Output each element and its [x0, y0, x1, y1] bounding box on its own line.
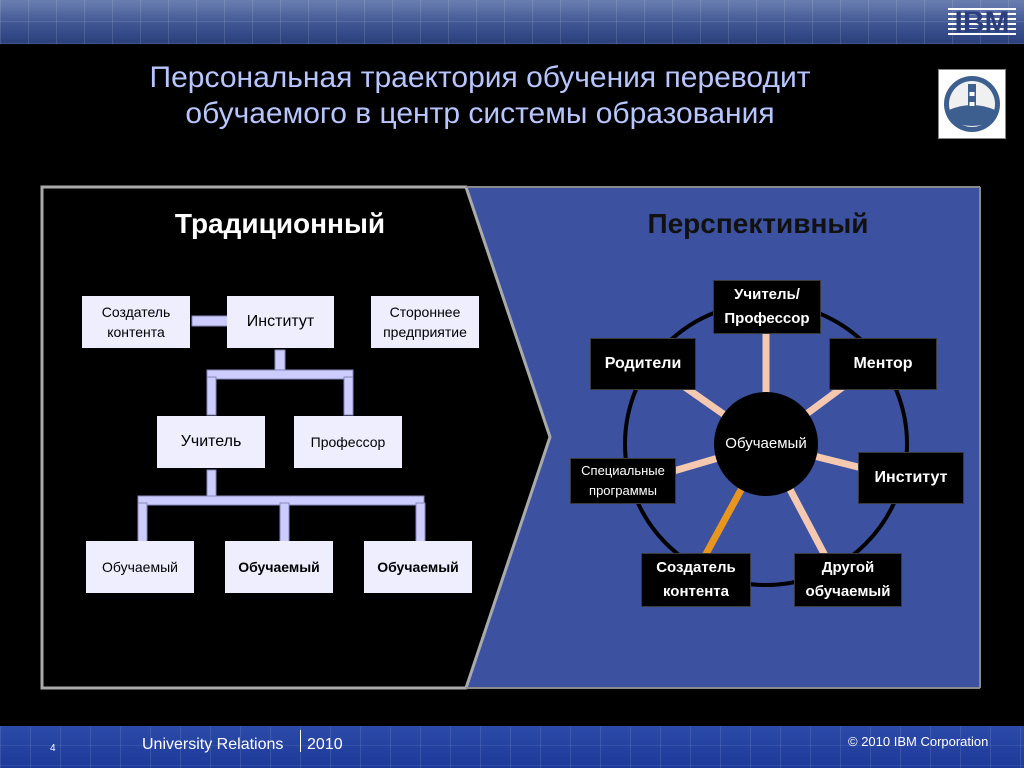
footer-grid-pattern: [0, 726, 1024, 768]
special-programs-line-2: программы: [589, 483, 657, 498]
title-line-2: обучаемого в центр системы образования: [185, 97, 775, 130]
footer-divider: [300, 730, 301, 752]
special-programs-box: Специальные программы: [570, 458, 676, 504]
footer-bar: 4 University Relations 2010 © 2010 IBM C…: [0, 726, 1024, 768]
third-party-line-1: Стороннее: [389, 304, 461, 320]
content-creator-line-2: контента: [107, 324, 165, 340]
teacher-professor-line-1: Учитель/: [734, 286, 800, 303]
footer-org: University Relations: [142, 736, 284, 753]
learner-box-2: Обучаемый: [225, 541, 333, 593]
learner-box-1: Обучаемый: [86, 541, 194, 593]
parents-box: Родители: [590, 338, 696, 390]
professor-box: Профессор: [294, 416, 402, 468]
center-learner-text: Обучаемый: [725, 434, 807, 452]
traditional-panel-border: [40, 185, 552, 690]
slide-title: Персональная траектория обучения перевод…: [60, 60, 900, 132]
content-creator-node-line-1: Создатель: [656, 559, 736, 576]
ibm-logo: IBM: [948, 4, 1016, 38]
perspective-heading: Перспективный: [647, 208, 869, 239]
mentor-box: Ментор: [829, 338, 937, 390]
teacher-label: Учитель: [180, 433, 242, 450]
learner-center-label: Обучаемый: [700, 430, 832, 456]
institute-node-box: Институт: [858, 452, 964, 504]
footer-copyright: © 2010 IBM Corporation: [848, 734, 989, 749]
other-learner-line-2: обучаемый: [805, 583, 891, 600]
content-creator-node-box: Создатель контента: [641, 553, 751, 607]
third-party-line-2: предприятие: [383, 324, 467, 340]
institute-node-label: Институт: [874, 469, 948, 486]
learner-hub: [714, 392, 818, 496]
other-learner-box: Другой обучаемый: [794, 553, 902, 607]
footer-year: 2010: [307, 736, 343, 753]
mentor-label: Ментор: [853, 355, 913, 372]
learner-label: Обучаемый: [377, 559, 459, 575]
third-party-box: Стороннее предприятие: [371, 296, 479, 348]
banner-grid-pattern: [0, 0, 1024, 44]
content-creator-box: Создатель контента: [82, 296, 190, 348]
other-learner-line-1: Другой: [821, 559, 875, 576]
hierarchy-connectors: [137, 315, 426, 544]
ibm-logo-text: IBM: [955, 6, 1010, 38]
learner-box-3: Обучаемый: [364, 541, 472, 593]
page-number: 4: [50, 743, 56, 754]
lighthouse-icon: [938, 69, 1006, 139]
traditional-heading: Традиционный: [174, 208, 386, 239]
parents-label: Родители: [604, 355, 682, 372]
learner-label: Обучаемый: [238, 559, 320, 575]
title-line-1: Персональная траектория обучения перевод…: [149, 61, 811, 94]
professor-label: Профессор: [310, 434, 386, 450]
special-programs-line-1: Специальные: [581, 463, 665, 478]
institute-box: Институт: [227, 296, 334, 348]
teacher-professor-line-2: Профессор: [724, 310, 810, 327]
top-banner: IBM: [0, 0, 1024, 44]
teacher-professor-box: Учитель/ Профессор: [713, 280, 821, 334]
content-creator-node-line-2: контента: [663, 583, 729, 600]
content-creator-line-1: Создатель: [101, 304, 171, 320]
teacher-box: Учитель: [157, 416, 265, 468]
learner-label: Обучаемый: [102, 559, 178, 575]
institute-label: Институт: [246, 313, 315, 330]
